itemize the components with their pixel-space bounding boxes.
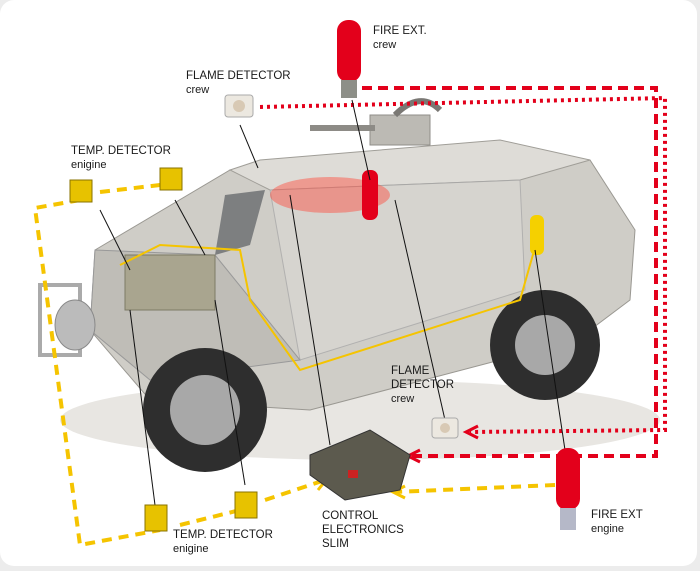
engine-block [124, 254, 216, 311]
label-line-3: SLIM [322, 538, 349, 550]
label-sub: crew [391, 393, 415, 405]
label-fire-ext-crew: FIRE EXT. crew [373, 24, 427, 52]
vehicle [38, 98, 636, 472]
label-temp-detector-engine-top: TEMP. DETECTOR enigine [71, 144, 171, 172]
winch [54, 299, 96, 351]
label-sub: enigine [173, 543, 209, 555]
label-title-2: DETECTOR [391, 379, 455, 391]
engine-line-left [32, 198, 161, 548]
label-title: TEMP. DETECTOR [173, 529, 273, 541]
engine-line-bottom [179, 478, 326, 527]
gun-barrel [310, 125, 375, 131]
crew-arrow-2 [462, 424, 479, 440]
engine-line-top [99, 183, 161, 194]
label-flame-detector-crew-bottom: FLAME DETECTOR crew [391, 364, 454, 406]
label-title: FIRE EXT [591, 509, 643, 521]
label-flame-detector-crew-top: FLAME DETECTOR crew [186, 69, 291, 97]
front-wheel [143, 348, 267, 472]
label-title: FIRE EXT. [373, 25, 427, 37]
label-title-1: FLAME [391, 365, 430, 377]
fire-extinguisher-crew [337, 20, 361, 98]
label-title: FLAME DETECTOR [186, 70, 291, 82]
label-title: TEMP. DETECTOR [71, 145, 171, 157]
temp-detector-engine-2 [159, 167, 183, 191]
label-fire-ext-engine: FIRE EXT engine [591, 508, 643, 536]
label-control-electronics: CONTROL ELECTRONICS SLIM [322, 509, 404, 551]
label-line-1: CONTROL [322, 510, 379, 522]
rear-wheel [490, 290, 600, 400]
label-temp-detector-engine-bottom: TEMP. DETECTOR enigine [173, 528, 273, 556]
crew-dotted-line [259, 95, 667, 434]
temp-detector-engine-1 [69, 179, 93, 203]
label-sub: crew [186, 84, 210, 96]
engine-line-right [394, 483, 556, 494]
leader-lines [99, 99, 566, 506]
crew-fire-ext-inside [362, 170, 378, 220]
crew-fire-zone [270, 177, 390, 213]
control-electronics-box [309, 429, 411, 501]
label-sub: enigine [71, 159, 107, 171]
fire-extinguisher-engine [556, 448, 580, 530]
label-sub: crew [373, 39, 397, 51]
temp-detector-engine-3 [144, 504, 168, 532]
label-sub: engine [591, 523, 625, 535]
label-line-2: ELECTRONICS [322, 524, 404, 536]
flame-detector-crew-top [224, 94, 254, 118]
crew-dashed-line [362, 86, 658, 458]
turret [369, 114, 431, 146]
flame-detector-crew-bottom [431, 417, 459, 439]
engine-fire-ext-inside [530, 215, 544, 255]
temp-detector-engine-4 [234, 491, 258, 519]
